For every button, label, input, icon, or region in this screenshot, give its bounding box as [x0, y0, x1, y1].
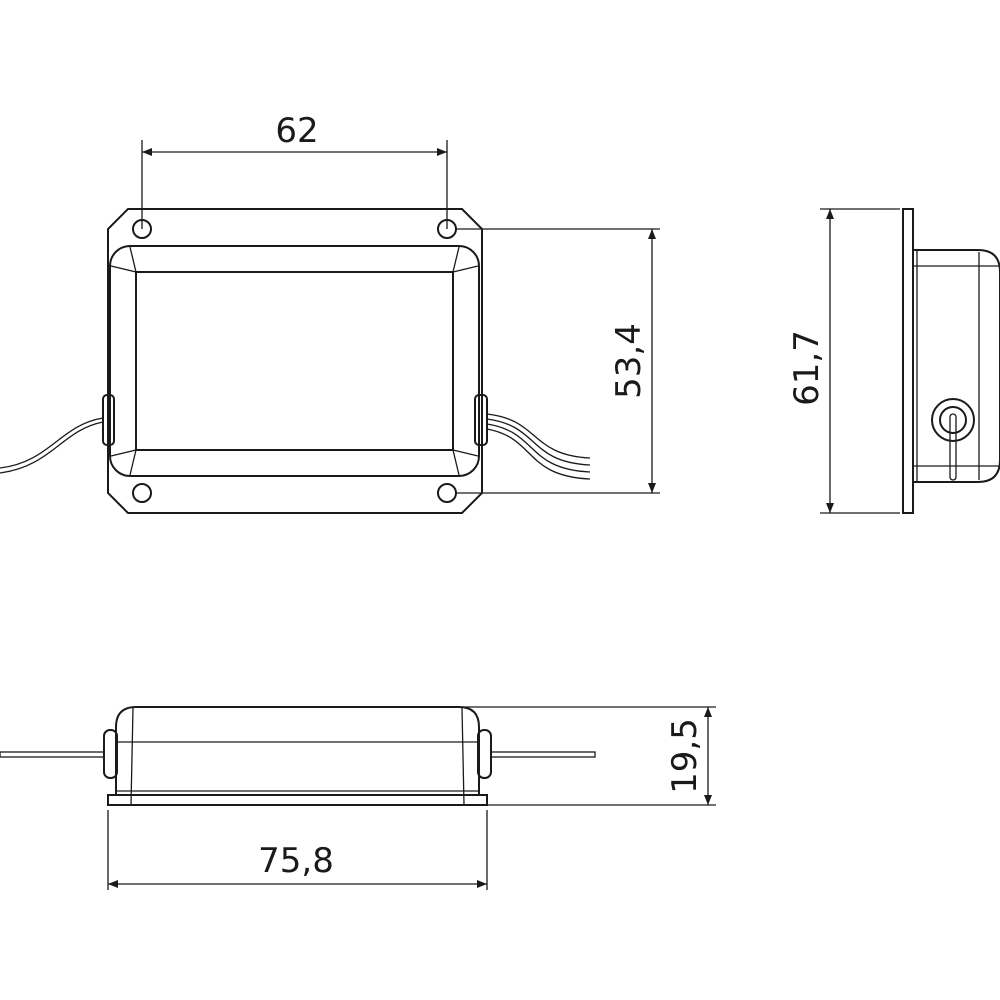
cable-gland-left [102, 394, 115, 446]
mounting-plate [107, 208, 483, 514]
mounting-hole [437, 483, 457, 503]
bevel-lines [110, 246, 479, 476]
front-housing-lines [116, 707, 479, 806]
dimension-line [456, 228, 660, 494]
mounting-hole [132, 483, 152, 503]
dimension-line [462, 706, 716, 806]
front-cable-left [0, 751, 105, 758]
cable-right [486, 413, 591, 480]
front-cable-right [490, 751, 596, 758]
dimension-label-53-4: 53,4 [609, 323, 649, 399]
lens [135, 271, 454, 451]
dimension-line [141, 140, 448, 229]
front-view: 19,5 75,8 [0, 706, 716, 890]
dimension-label-61-7: 61,7 [787, 330, 827, 406]
connector-inner [939, 406, 967, 434]
top-view: 62 53,4 [0, 111, 660, 514]
front-base [107, 794, 488, 806]
connector-pin [949, 413, 957, 481]
dimension-label-75-8: 75,8 [258, 841, 334, 881]
side-plate [902, 208, 914, 514]
side-housing-lines [913, 250, 999, 482]
cable-left [0, 417, 104, 474]
front-housing [115, 706, 480, 795]
dimension-label-62: 62 [275, 111, 318, 151]
cable-gland-right [474, 394, 488, 446]
housing-outline [109, 245, 480, 477]
side-housing [913, 249, 1000, 483]
dimension-line [107, 810, 488, 890]
dimension-label-19-5: 19,5 [665, 718, 705, 794]
dimension-line [820, 208, 900, 514]
side-view: 61,7 [787, 208, 1000, 514]
connector-ring [931, 398, 975, 442]
